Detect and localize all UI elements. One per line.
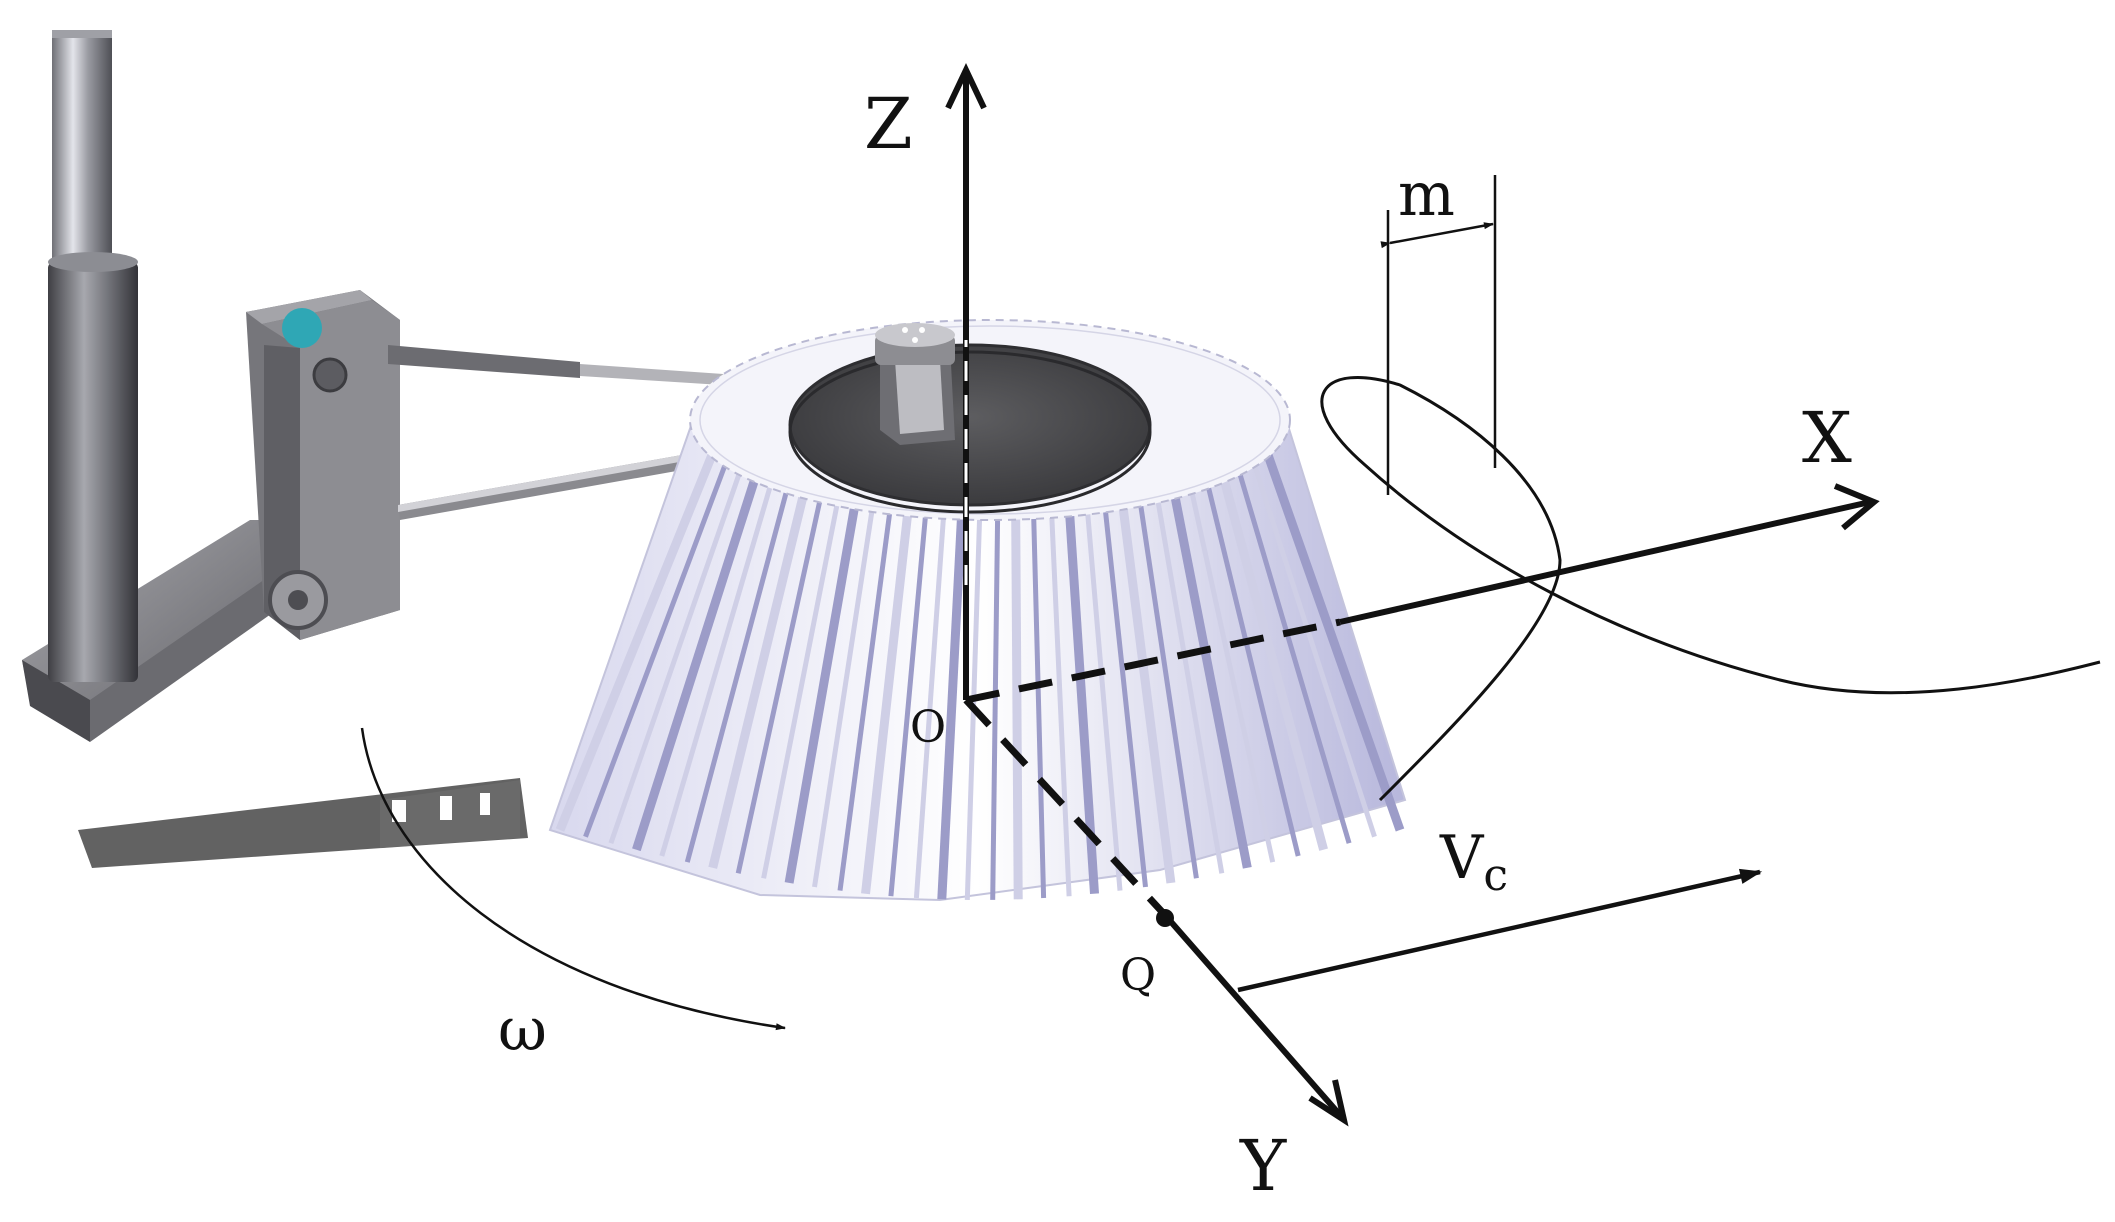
bristle-stripe	[1046, 454, 1072, 897]
point-q-label: Q	[1120, 950, 1156, 1001]
bristle-stripe	[684, 454, 799, 863]
coordinate-axes	[945, 62, 1880, 1127]
bristle-stripe	[913, 454, 951, 899]
mechanism-shadow	[78, 778, 528, 868]
bristle-stripe	[1111, 454, 1176, 884]
bristle-stripe	[1263, 453, 1405, 832]
omega-label: ω	[498, 995, 547, 1065]
bristle-stripe	[659, 454, 782, 857]
x-axis-line	[1339, 499, 1871, 625]
bristle-stripe	[1130, 454, 1199, 879]
bristle-stripe	[1198, 454, 1301, 857]
axis-z-label: Z	[864, 83, 913, 165]
axis-x-label: X	[1802, 397, 1852, 479]
origin-label: O	[910, 702, 946, 753]
bristle-stripe	[1248, 454, 1377, 838]
velocity-vector	[1237, 868, 1763, 993]
bristle-stripe	[937, 454, 970, 900]
bristle-stripe	[761, 454, 850, 879]
bristle-stripe	[990, 454, 1001, 900]
bristle-stripe	[735, 454, 833, 874]
point-q-marker	[1156, 909, 1174, 927]
cone-brush-icon	[548, 319, 1407, 902]
bristle-stripe	[1181, 454, 1276, 863]
bristle-stripe	[608, 454, 749, 845]
rotation-arc	[360, 727, 786, 1031]
bristle-stripe	[1231, 454, 1352, 844]
dimension-m	[1380, 175, 1497, 495]
y-axis-line	[1162, 913, 1343, 1117]
bristle-stripe	[1147, 454, 1225, 874]
bristle-stripe	[1213, 453, 1328, 851]
bristle-stripe	[632, 453, 767, 852]
brush-bristles	[555, 453, 1405, 900]
bristle-stripe	[837, 454, 900, 891]
bristle-stripe	[583, 454, 732, 838]
bristle-stripe	[1029, 454, 1047, 899]
bristle-stripe	[964, 454, 985, 900]
brush-trajectory-curve	[1320, 376, 2101, 802]
bristle-stripe	[888, 454, 934, 897]
axis-y-label: Y	[1239, 1125, 1287, 1207]
bristle-stripe	[555, 453, 717, 832]
dimension-m-label: m	[1398, 160, 1455, 230]
bristle-stripe	[1162, 454, 1252, 869]
y-axis-dashed	[963, 697, 1168, 918]
velocity-label: Vc	[1439, 823, 1508, 901]
bristle-stripe	[708, 453, 818, 869]
bristle-stripe	[812, 454, 883, 888]
bristle-stripe	[861, 454, 919, 895]
bristle-stripe	[1010, 454, 1023, 900]
velocity-symbol: V	[1439, 823, 1485, 893]
velocity-subscript: c	[1483, 850, 1508, 901]
bristle-stripe	[1097, 454, 1148, 888]
bristle-stripe	[784, 454, 869, 884]
x-axis-dashed	[965, 618, 1341, 704]
